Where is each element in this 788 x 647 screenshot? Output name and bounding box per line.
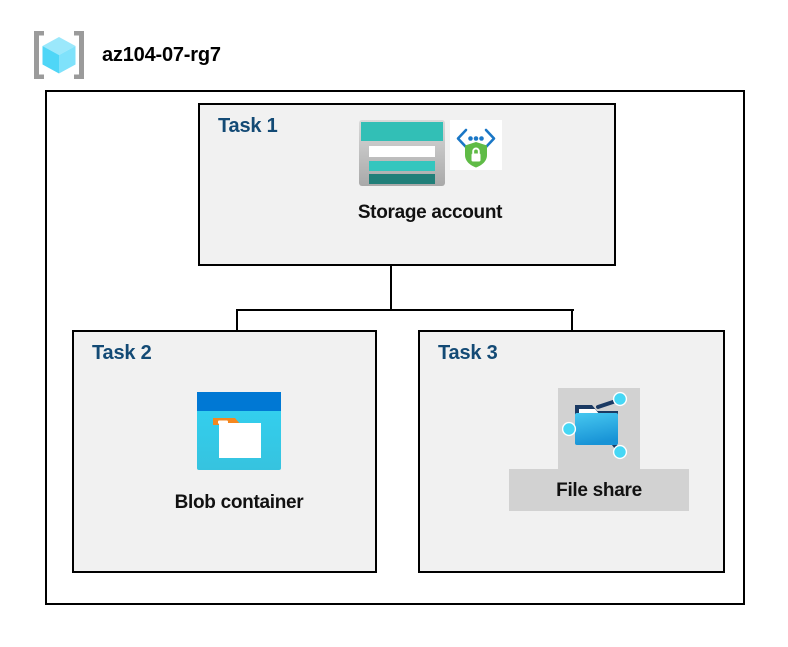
storage-account-icon-group xyxy=(358,120,502,192)
task-2-label: Task 2 xyxy=(92,342,152,364)
storage-account-caption: Storage account xyxy=(357,202,503,223)
file-share-caption: File share xyxy=(556,479,642,501)
node-storage-account[interactable]: Storage account xyxy=(340,120,520,222)
file-share-icon-highlight-plate xyxy=(558,388,640,469)
task-3-label: Task 3 xyxy=(438,342,498,364)
resource-group-cube-icon xyxy=(30,28,88,82)
secure-endpoint-shield-icon xyxy=(449,120,502,175)
storage-account-icon xyxy=(358,120,445,191)
resource-group-name: az104-07-rg7 xyxy=(102,43,221,66)
node-blob-container[interactable]: Blob container xyxy=(150,392,328,512)
connector-horizontal-bus xyxy=(236,309,574,311)
blob-container-caption: Blob container xyxy=(174,492,304,513)
connector-task1-trunk xyxy=(390,228,392,310)
node-file-share[interactable]: File share xyxy=(509,388,689,511)
task-1-label: Task 1 xyxy=(218,115,278,137)
file-share-caption-highlight-plate: File share xyxy=(509,469,689,511)
blob-container-icon xyxy=(197,392,281,475)
resource-group-header: az104-07-rg7 xyxy=(30,28,221,82)
file-share-icon xyxy=(561,389,636,468)
